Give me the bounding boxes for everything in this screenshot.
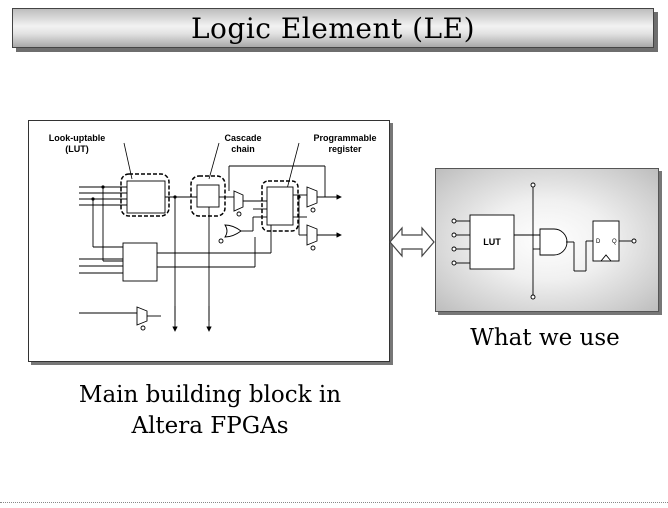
lut-label-line2: (LUT) bbox=[65, 144, 89, 154]
output-mux-bottom bbox=[306, 224, 318, 246]
lut-block bbox=[126, 180, 166, 214]
slide-title: Logic Element (LE) bbox=[190, 11, 476, 45]
lut-dashed-outline bbox=[120, 173, 170, 217]
register-label-line1: Programmable bbox=[313, 133, 376, 143]
caption-main-block-line1: Main building block in bbox=[78, 382, 342, 408]
bottom-mux bbox=[136, 306, 148, 326]
simplified-le-diagram: LUT D Q bbox=[435, 168, 659, 312]
simplified-le-schematic: LUT D Q bbox=[451, 182, 637, 300]
cascade-label-line2: chain bbox=[231, 144, 255, 154]
register-dashed-outline bbox=[261, 180, 299, 232]
caption-what-we-use: What we use bbox=[470, 325, 620, 351]
cascade-dashed-outline bbox=[190, 175, 226, 217]
cascade-pointer bbox=[208, 142, 220, 180]
carry-logic-block bbox=[122, 242, 158, 282]
simple-lut-label: LUT bbox=[483, 237, 501, 247]
lut-pointer bbox=[123, 142, 133, 180]
clock-or-gate bbox=[224, 224, 242, 238]
caption-main-block: Main building block in Altera FPGAs bbox=[30, 380, 390, 442]
le-schematic: Look-uptable (LUT) Cascade chain Program… bbox=[49, 133, 377, 332]
output-mux-top bbox=[306, 186, 318, 208]
slide-title-bar: Logic Element (LE) bbox=[12, 8, 654, 48]
ff-d-label: D bbox=[596, 239, 601, 245]
footer-divider bbox=[0, 502, 668, 503]
cascade-block bbox=[196, 184, 220, 208]
cascade-label-line1: Cascade bbox=[224, 133, 261, 143]
altera-le-diagram: Look-uptable (LUT) Cascade chain Program… bbox=[28, 120, 390, 362]
register-label-line2: register bbox=[328, 144, 362, 154]
double-arrow-icon bbox=[389, 226, 435, 258]
lut-label-line1: Look-uptable bbox=[49, 133, 106, 143]
pre-register-mux bbox=[233, 190, 244, 212]
simple-lut-block bbox=[469, 214, 515, 270]
simple-and-gate bbox=[539, 228, 568, 256]
caption-main-block-line2: Altera FPGAs bbox=[131, 413, 289, 439]
ff-q-label: Q bbox=[612, 239, 617, 245]
register-block bbox=[266, 186, 294, 226]
